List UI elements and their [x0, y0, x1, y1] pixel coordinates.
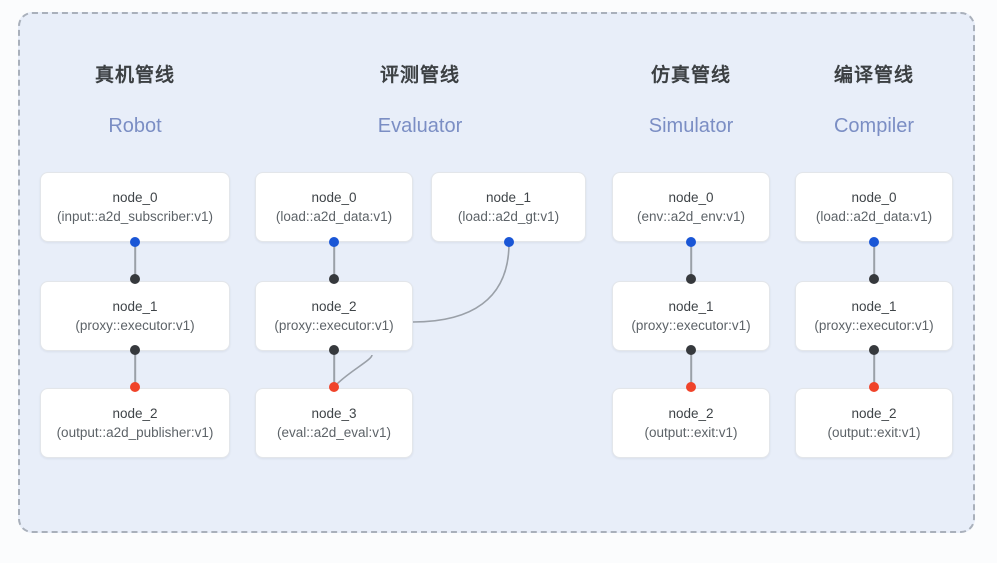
port-out-compiler-1[interactable] — [869, 345, 879, 355]
port-in-robot-1[interactable] — [130, 274, 140, 284]
node-name: node_0 — [851, 190, 897, 205]
port-out-evaluator-1[interactable] — [504, 237, 514, 247]
edge-robot-1-2 — [134, 351, 136, 388]
port-out-simulator-1[interactable] — [686, 345, 696, 355]
node-name: node_1 — [485, 190, 532, 205]
port-in-simulator-2[interactable] — [686, 382, 696, 392]
port-out-evaluator-0[interactable] — [329, 237, 339, 247]
node-compiler-0[interactable]: node_0 (load::a2d_data:v1) — [795, 172, 953, 242]
node-robot-1[interactable]: node_1 (proxy::executor:v1) — [40, 281, 230, 351]
node-robot-2[interactable]: node_2 (output::a2d_publisher:v1) — [40, 388, 230, 458]
edge-compiler-0-1 — [873, 242, 875, 281]
node-simulator-1[interactable]: node_1 (proxy::executor:v1) — [612, 281, 770, 351]
node-spec: (load::a2d_data:v1) — [275, 209, 393, 224]
port-out-compiler-0[interactable] — [869, 237, 879, 247]
node-name: node_1 — [112, 299, 158, 314]
edge-compiler-1-2 — [873, 351, 875, 388]
node-name: node_0 — [311, 190, 357, 205]
node-spec: (proxy::executor:v1) — [274, 318, 394, 333]
node-spec: (load::a2d_gt:v1) — [457, 209, 560, 224]
node-spec: (load::a2d_data:v1) — [815, 209, 933, 224]
edge-simulator-0-1 — [690, 242, 692, 281]
node-compiler-1[interactable]: node_1 (proxy::executor:v1) — [795, 281, 953, 351]
node-name: node_2 — [668, 406, 714, 421]
node-name: node_2 — [311, 299, 357, 314]
node-name: node_2 — [851, 406, 897, 421]
edge-evaluator-0-2 — [333, 242, 335, 281]
node-spec: (output::exit:v1) — [827, 425, 921, 440]
node-spec: (output::exit:v1) — [644, 425, 738, 440]
node-spec: (env::a2d_env:v1) — [636, 209, 746, 224]
node-name: node_3 — [311, 406, 357, 421]
node-spec: (input::a2d_subscriber:v1) — [56, 209, 214, 224]
node-spec: (output::a2d_publisher:v1) — [56, 425, 214, 440]
node-spec: (proxy::executor:v1) — [75, 318, 195, 333]
edge-simulator-1-2 — [690, 351, 692, 388]
port-out-simulator-0[interactable] — [686, 237, 696, 247]
port-in-compiler-2[interactable] — [869, 382, 879, 392]
node-name: node_0 — [112, 190, 158, 205]
node-evaluator-0[interactable]: node_0 (load::a2d_data:v1) — [255, 172, 413, 242]
node-compiler-2[interactable]: node_2 (output::exit:v1) — [795, 388, 953, 458]
node-name: node_1 — [851, 299, 897, 314]
node-simulator-2[interactable]: node_2 (output::exit:v1) — [612, 388, 770, 458]
port-out-robot-0[interactable] — [130, 237, 140, 247]
node-spec: (eval::a2d_eval:v1) — [276, 425, 392, 440]
port-in-simulator-1[interactable] — [686, 274, 696, 284]
port-in-compiler-1[interactable] — [869, 274, 879, 284]
edge-robot-0-1 — [134, 242, 136, 281]
node-name: node_1 — [668, 299, 714, 314]
port-in-evaluator-3[interactable] — [329, 382, 339, 392]
edge-evaluator-2-3 — [333, 351, 335, 388]
node-spec: (proxy::executor:v1) — [814, 318, 934, 333]
node-name: node_0 — [668, 190, 714, 205]
node-robot-0[interactable]: node_0 (input::a2d_subscriber:v1) — [40, 172, 230, 242]
node-spec: (proxy::executor:v1) — [631, 318, 751, 333]
port-in-robot-2[interactable] — [130, 382, 140, 392]
node-name: node_2 — [112, 406, 158, 421]
node-evaluator-3[interactable]: node_3 (eval::a2d_eval:v1) — [255, 388, 413, 458]
node-evaluator-1[interactable]: node_1 (load::a2d_gt:v1) — [431, 172, 586, 242]
port-in-evaluator-2[interactable] — [329, 274, 339, 284]
node-simulator-0[interactable]: node_0 (env::a2d_env:v1) — [612, 172, 770, 242]
port-out-robot-1[interactable] — [130, 345, 140, 355]
node-evaluator-2[interactable]: node_2 (proxy::executor:v1) — [255, 281, 413, 351]
port-out-evaluator-2[interactable] — [329, 345, 339, 355]
